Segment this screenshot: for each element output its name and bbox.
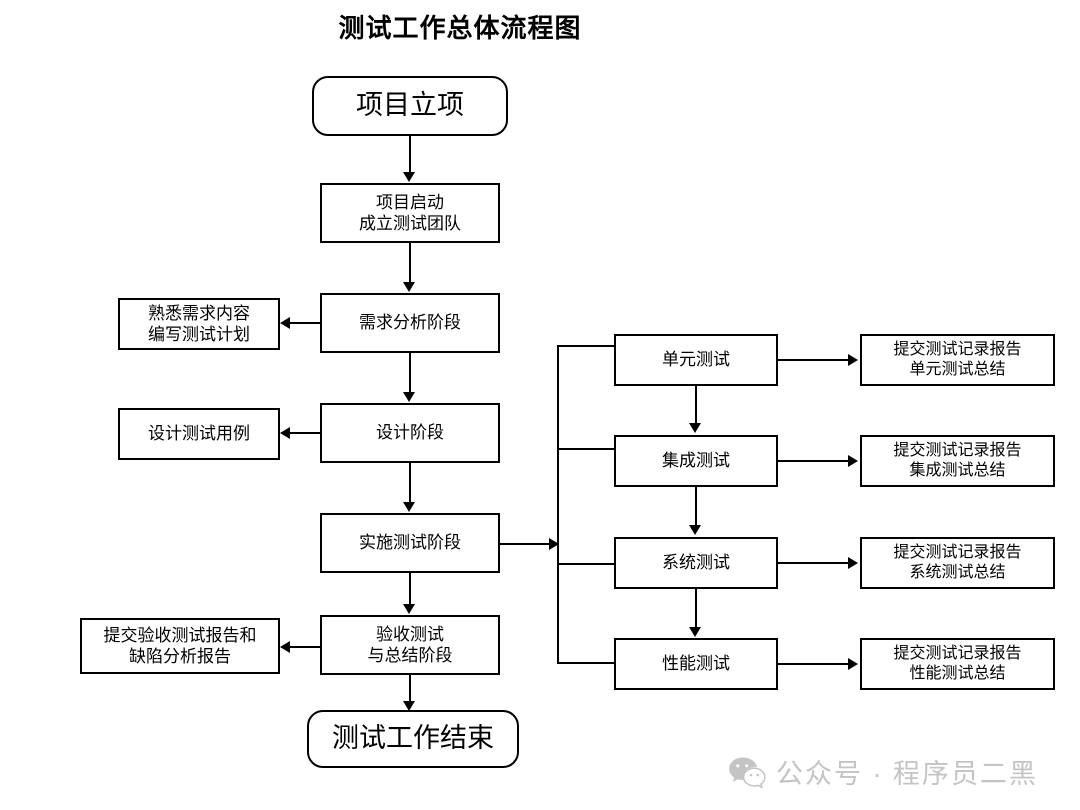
arrowhead-integration-to-report: [848, 455, 858, 467]
node-design-label: 设计阶段: [376, 423, 444, 443]
node-system-test-report-label: 提交测试记录报告 系统测试总结: [893, 544, 1022, 581]
arrowhead-performance-to-report: [848, 658, 858, 670]
node-performance-test-report[interactable]: 提交测试记录报告 性能测试总结: [860, 638, 1055, 690]
node-performance-test-report-label: 提交测试记录报告 性能测试总结: [893, 645, 1022, 682]
connector-system-to-performance: [695, 589, 697, 627]
node-system-test[interactable]: 系统测试: [614, 537, 778, 589]
arrowhead-execution-to-bus: [549, 538, 559, 550]
node-requirements-output-label: 熟悉需求内容 编写测试计划: [148, 303, 250, 344]
arrowhead-design-to-output: [280, 427, 290, 439]
node-system-test-label: 系统测试: [662, 553, 730, 573]
watermark: 公众号 · 程序员二黑: [728, 752, 1038, 791]
arrowhead-requirements-to-design: [403, 392, 415, 402]
node-execution[interactable]: 实施测试阶段: [320, 513, 500, 573]
connector-integration-to-system: [695, 487, 697, 526]
connector-kickoff-to-requirements: [409, 243, 411, 283]
arrowhead-integration-to-system: [689, 525, 701, 535]
node-end[interactable]: 测试工作结束: [307, 710, 519, 768]
node-unit-test[interactable]: 单元测试: [614, 334, 778, 386]
connector-requirements-to-output: [290, 322, 320, 324]
arrowhead-requirements-to-output: [280, 317, 290, 329]
node-integration-test[interactable]: 集成测试: [614, 435, 778, 487]
node-execution-label: 实施测试阶段: [359, 533, 461, 553]
node-start[interactable]: 项目立项: [312, 76, 508, 136]
connector-execution-to-acceptance: [409, 573, 411, 605]
arrowhead-unit-to-report: [848, 354, 858, 366]
arrowhead-unit-to-integration: [689, 423, 701, 433]
node-acceptance-label: 验收测试 与总结阶段: [367, 624, 453, 665]
node-design[interactable]: 设计阶段: [320, 403, 500, 463]
node-unit-test-label: 单元测试: [662, 350, 730, 370]
node-kickoff-label: 项目启动 成立测试团队: [359, 192, 461, 233]
node-system-test-report[interactable]: 提交测试记录报告 系统测试总结: [860, 537, 1055, 589]
connector-unit-to-integration: [695, 386, 697, 424]
node-unit-test-report[interactable]: 提交测试记录报告 单元测试总结: [860, 334, 1055, 386]
wechat-icon: [728, 756, 766, 788]
arrowhead-kickoff-to-requirements: [403, 282, 415, 292]
node-end-label: 测试工作结束: [332, 723, 494, 754]
connector-unit-to-report: [778, 359, 850, 361]
connector-bus-to-performance-test: [557, 662, 616, 664]
connector-bus-to-unit-test: [557, 345, 616, 347]
node-requirements-label: 需求分析阶段: [359, 313, 461, 333]
node-design-output-label: 设计测试用例: [148, 424, 250, 444]
connector-system-to-report: [778, 562, 850, 564]
arrowhead-system-to-performance: [689, 627, 701, 637]
node-acceptance-output-label: 提交验收测试报告和 缺陷分析报告: [103, 625, 257, 666]
node-requirements-output[interactable]: 熟悉需求内容 编写测试计划: [118, 298, 280, 350]
page-title: 测试工作总体流程图: [338, 13, 582, 43]
node-requirements[interactable]: 需求分析阶段: [320, 293, 500, 353]
watermark-text: 公众号 · 程序员二黑: [776, 759, 1038, 789]
node-acceptance-output[interactable]: 提交验收测试报告和 缺陷分析报告: [80, 618, 280, 674]
connector-integration-to-report: [778, 460, 850, 462]
node-acceptance[interactable]: 验收测试 与总结阶段: [320, 615, 500, 675]
connector-design-to-output: [290, 432, 320, 434]
connector-acceptance-to-output: [290, 646, 320, 648]
connector-bus-to-integration-test: [557, 448, 616, 450]
node-performance-test[interactable]: 性能测试: [614, 638, 778, 690]
node-kickoff[interactable]: 项目启动 成立测试团队: [320, 183, 500, 243]
node-integration-test-label: 集成测试: [662, 451, 730, 471]
connector-execution-to-bus: [500, 543, 552, 545]
arrowhead-acceptance-to-output: [280, 641, 290, 653]
arrowhead-acceptance-to-end: [403, 701, 415, 711]
connector-design-to-execution: [409, 463, 411, 503]
connector-performance-to-report: [778, 663, 850, 665]
node-start-label: 项目立项: [356, 90, 464, 121]
connector-start-to-kickoff: [409, 136, 411, 173]
connector-test-bus: [557, 345, 559, 664]
arrowhead-design-to-execution: [403, 502, 415, 512]
node-integration-test-report-label: 提交测试记录报告 集成测试总结: [893, 442, 1022, 479]
arrowhead-execution-to-acceptance: [403, 604, 415, 614]
node-design-output[interactable]: 设计测试用例: [118, 408, 280, 460]
connector-bus-to-system-test: [557, 563, 616, 565]
connector-acceptance-to-end: [409, 675, 411, 703]
node-integration-test-report[interactable]: 提交测试记录报告 集成测试总结: [860, 435, 1055, 487]
node-performance-test-label: 性能测试: [662, 654, 730, 674]
node-unit-test-report-label: 提交测试记录报告 单元测试总结: [893, 341, 1022, 378]
connector-requirements-to-design: [409, 353, 411, 393]
arrowhead-system-to-report: [848, 557, 858, 569]
arrowhead-start-to-kickoff: [403, 172, 415, 182]
